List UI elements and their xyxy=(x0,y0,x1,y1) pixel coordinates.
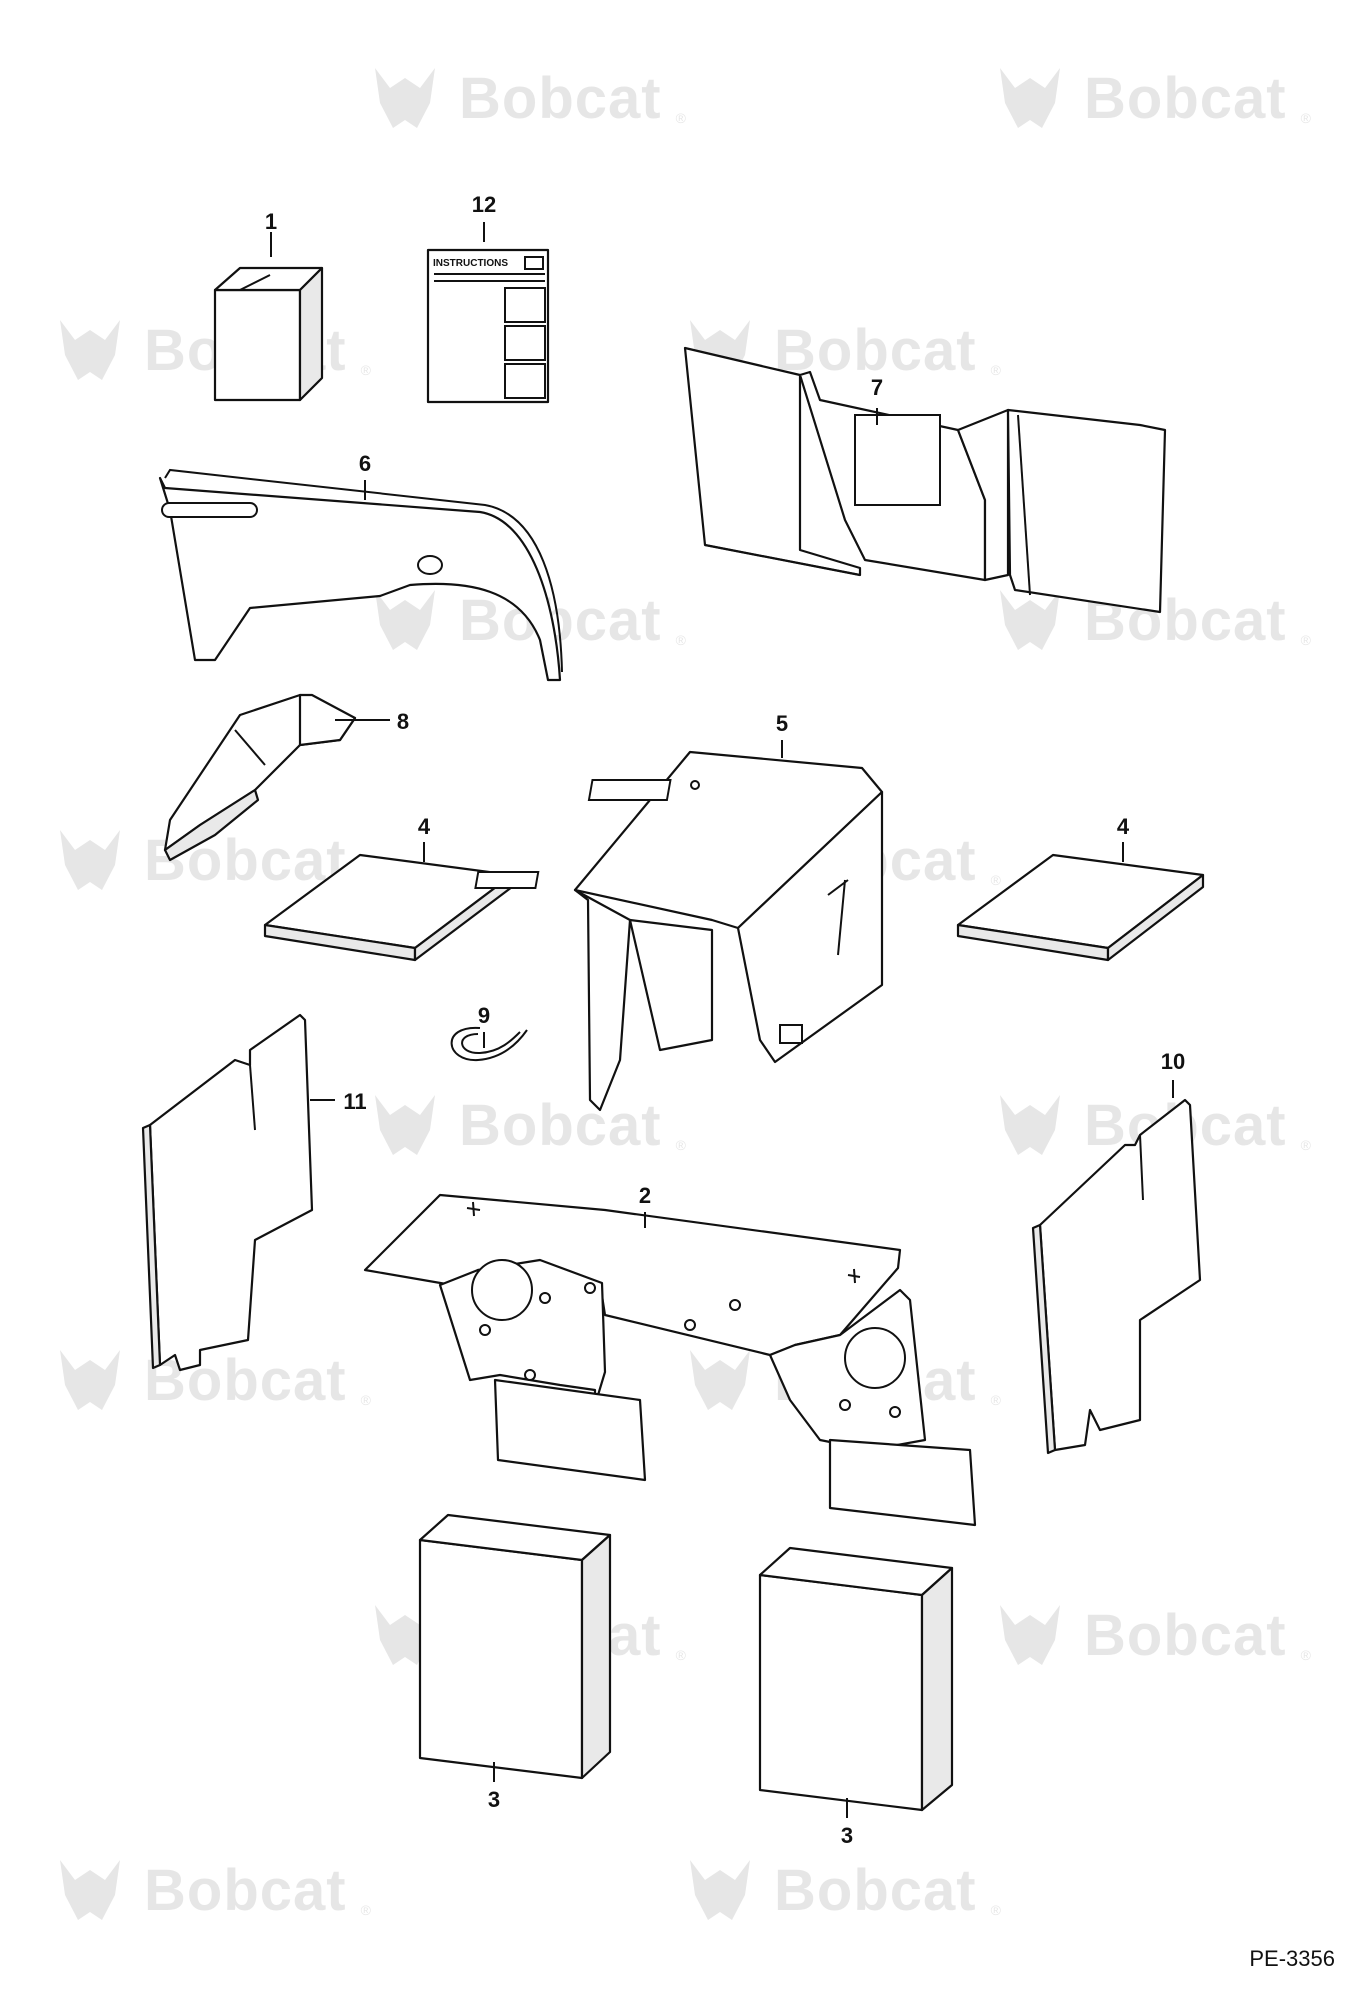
part-5-tunnel-cover xyxy=(474,750,884,1112)
callout-10: 10 xyxy=(1160,1049,1186,1074)
drawing-code: PE-3356 xyxy=(1249,1946,1335,1971)
callout-3-right: 3 xyxy=(840,1823,854,1848)
part-3-block-right xyxy=(758,1546,954,1812)
part-11-side-panel xyxy=(141,1013,314,1372)
instructions-heading: INSTRUCTIONS xyxy=(433,258,508,269)
callout-8: 8 xyxy=(396,709,410,734)
callout-7: 7 xyxy=(870,375,884,400)
part-12-instructions-sheet xyxy=(426,248,550,404)
part-4-pad-right xyxy=(956,853,1205,962)
part-7-folded-panel xyxy=(683,346,1167,614)
callout-4-left: 4 xyxy=(417,814,431,839)
part-3-block-left xyxy=(418,1513,612,1780)
part-8-bracket xyxy=(163,693,357,862)
callout-9: 9 xyxy=(477,1003,491,1028)
part-4-pad-left xyxy=(263,853,514,962)
part-6-curved-liner xyxy=(158,468,563,682)
callout-5: 5 xyxy=(775,711,789,736)
callout-1: 1 xyxy=(264,209,278,234)
part-10-side-panel xyxy=(1031,1098,1202,1455)
leader-lines xyxy=(270,222,1174,1818)
callout-6: 6 xyxy=(358,451,372,476)
part-2-firewall-bracket xyxy=(363,1193,977,1527)
part-1-block xyxy=(213,266,324,402)
callout-2: 2 xyxy=(638,1183,652,1208)
part-9-clip xyxy=(450,1026,528,1062)
callout-11: 11 xyxy=(343,1089,367,1114)
callout-4-right: 4 xyxy=(1116,814,1130,839)
callout-12: 12 xyxy=(471,192,497,217)
callout-3-left: 3 xyxy=(487,1787,501,1812)
